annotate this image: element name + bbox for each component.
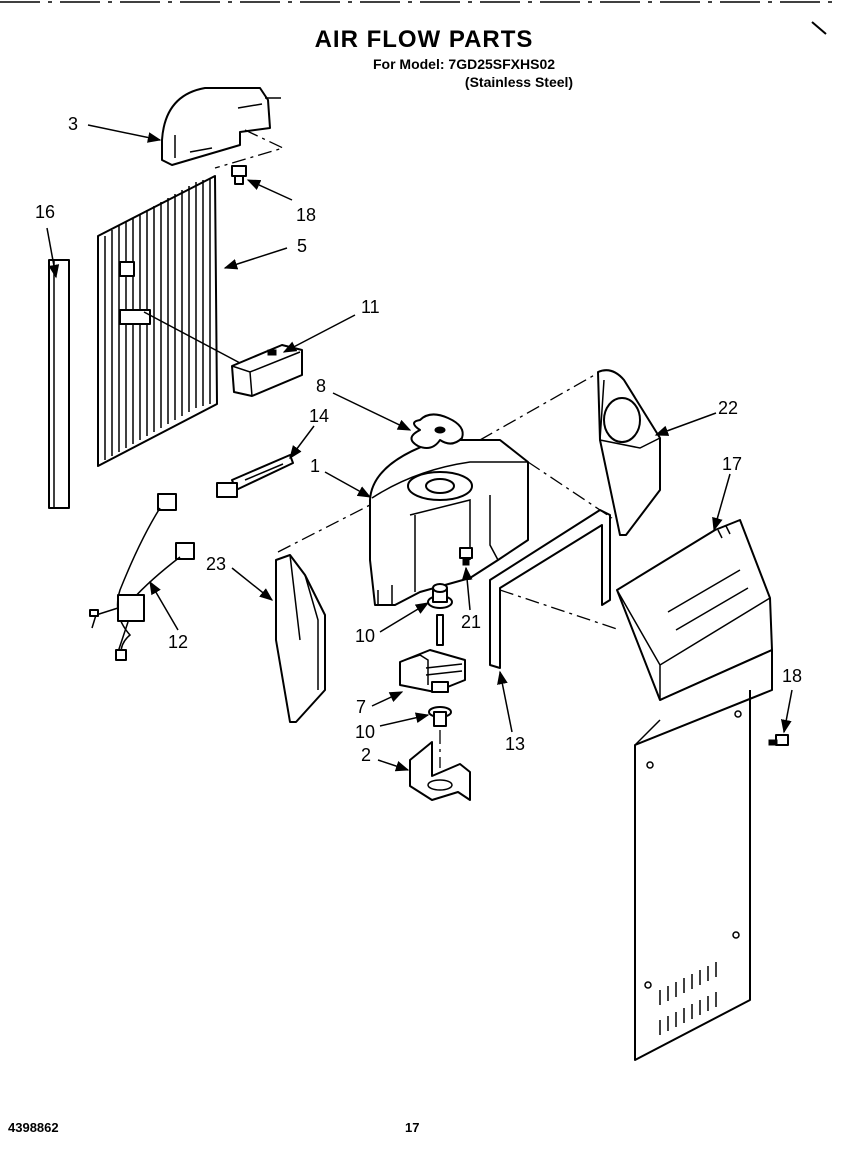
part-23-side-duct xyxy=(275,554,326,723)
callout-10-upper: 10 xyxy=(355,626,375,646)
part-13-gasket xyxy=(489,509,611,669)
callout-14: 14 xyxy=(309,406,329,426)
part-10-grommet-upper xyxy=(427,583,453,609)
page-title: AIR FLOW PARTS xyxy=(314,26,534,53)
part-7-motor xyxy=(399,614,466,693)
part-21-screw xyxy=(459,547,473,566)
callout-22: 22 xyxy=(718,398,738,418)
callout-12: 12 xyxy=(168,632,188,652)
part-8-fan-blade xyxy=(410,413,464,449)
part-3-duct-cover xyxy=(161,87,285,169)
part-2-motor-bracket xyxy=(409,741,471,801)
callout-10-lower: 10 xyxy=(355,722,375,742)
callout-7: 7 xyxy=(356,697,366,717)
part-12-wire-harness xyxy=(89,493,195,661)
part-14-thermistor xyxy=(216,454,294,498)
callout-3: 3 xyxy=(68,114,78,134)
part-16-gasket-strip xyxy=(48,259,70,509)
callout-23: 23 xyxy=(206,554,226,574)
callout-8: 8 xyxy=(316,376,326,396)
part-22-duct xyxy=(597,369,661,536)
callout-5: 5 xyxy=(297,236,307,256)
callout-16: 16 xyxy=(35,202,55,222)
part-18-screw-lower xyxy=(768,734,789,746)
document-number: 4398862 xyxy=(8,1120,59,1135)
callout-2: 2 xyxy=(361,745,371,765)
part-18-screw-upper xyxy=(231,165,247,185)
callout-18-lower: 18 xyxy=(782,666,802,686)
part-11-bracket xyxy=(143,311,303,397)
part-10-grommet-lower xyxy=(428,706,452,727)
model-line: For Model: 7GD25SFXHS02 xyxy=(372,56,556,72)
callout-11: 11 xyxy=(361,297,380,317)
callout-1: 1 xyxy=(310,456,320,476)
part-17-back-panel xyxy=(616,519,773,1061)
variant-line: (Stainless Steel) xyxy=(464,74,574,90)
page-number: 17 xyxy=(405,1120,420,1135)
callout-13: 13 xyxy=(505,734,525,754)
callout-21: 21 xyxy=(461,612,481,632)
part-5-evaporator-cover xyxy=(97,175,218,467)
callout-18-upper: 18 xyxy=(296,205,316,225)
callout-17: 17 xyxy=(722,454,742,474)
